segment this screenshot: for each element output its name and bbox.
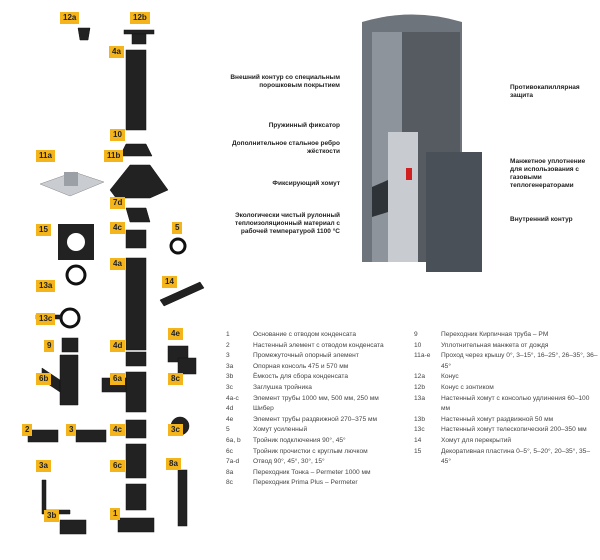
part-tag: 8c: [168, 373, 183, 385]
tee-6c-shape: [125, 443, 147, 479]
cone-12a-shape: [77, 27, 91, 41]
pipe-4c-bottom-shape: [125, 483, 147, 511]
part-tag: 3b: [44, 510, 60, 522]
part-tag: 6b: [36, 373, 52, 385]
part-tag: 12b: [130, 12, 150, 24]
part-tag: 4e: [168, 328, 183, 340]
part-tag: 9: [44, 340, 55, 352]
part-tag: 6c: [110, 460, 125, 472]
callout-anticapillary: Противокапиллярная защита: [510, 84, 580, 99]
clamp-13c-shape: [59, 307, 81, 329]
callout-inner-contour: Внутренний контур: [510, 216, 573, 223]
callout-stiffening-rib: Дополнительное стальное ребро жёсткости: [231, 140, 340, 155]
condensate-3b-shape: [59, 519, 87, 535]
base-1-shape: [117, 517, 155, 533]
part-tag: 4c: [110, 424, 125, 436]
part-tag: 7d: [110, 197, 126, 209]
roof-pass-11b-shape: [109, 164, 169, 199]
callout-insulation: Экологически чистый рулонный теплоизоляц…: [234, 212, 340, 235]
part-tag: 15: [36, 224, 51, 236]
elbow-7d-shape: [125, 207, 151, 223]
pipe-8a-shape: [177, 469, 188, 527]
adapter-9-shape: [61, 337, 79, 353]
rain-collar-10-shape: [119, 143, 153, 157]
part-tag: 1: [110, 508, 121, 520]
tee-6a-shape: [125, 371, 147, 413]
part-tag: 14: [162, 276, 177, 288]
part-tag: 10: [110, 129, 125, 141]
pipe-4c-lower-shape: [125, 419, 147, 439]
part-tag: 11b: [104, 150, 124, 162]
pipe-4c-top-shape: [125, 229, 147, 249]
callout-spring-lock: Пружинный фиксатор: [268, 122, 340, 129]
bracket-3a-shape: [41, 479, 71, 515]
cone-cap-12b-shape: [123, 29, 155, 35]
pipe-4a-middle-shape: [125, 257, 147, 351]
part-tag: 3: [66, 424, 77, 436]
part-tag: 12a: [60, 12, 80, 24]
part-tag: 11a: [36, 150, 55, 162]
part-tag: 13c: [36, 313, 56, 325]
part-tag: 4a: [110, 258, 125, 270]
part-tag: 4d: [110, 340, 126, 352]
part-tag: 3a: [36, 460, 51, 472]
part-tag: 3c: [168, 424, 183, 436]
callout-outer-contour: Внешний контур со специальным порошковым…: [230, 74, 340, 89]
part-tag: 4a: [109, 46, 124, 58]
clamp-14-shape: [159, 281, 205, 307]
part-tag: 8a: [166, 458, 181, 470]
pipe-cross-section-drawing: [362, 14, 482, 272]
clamp-5-shape: [169, 237, 187, 255]
support-3-shape: [75, 429, 107, 443]
chimney-parts-drawing: [27, 27, 205, 535]
callout-fixing-clamp: Фиксирующий хомут: [272, 180, 340, 187]
callout-cuff-seal: Манжетное уплотнение для использования с…: [510, 158, 586, 189]
adapter-8c-shape: [177, 357, 197, 375]
wall-element-2-shape: [27, 429, 59, 443]
part-tag: 2: [22, 424, 33, 436]
part-tag: 4c: [110, 222, 125, 234]
part-tag: 6a: [110, 373, 125, 385]
clamp-13a-shape: [65, 264, 87, 286]
pipe-4a-top-shape: [125, 49, 147, 131]
damper-4d-shape: [125, 351, 147, 367]
part-tag: 5: [172, 222, 183, 234]
part-tag: 13a: [36, 280, 56, 292]
